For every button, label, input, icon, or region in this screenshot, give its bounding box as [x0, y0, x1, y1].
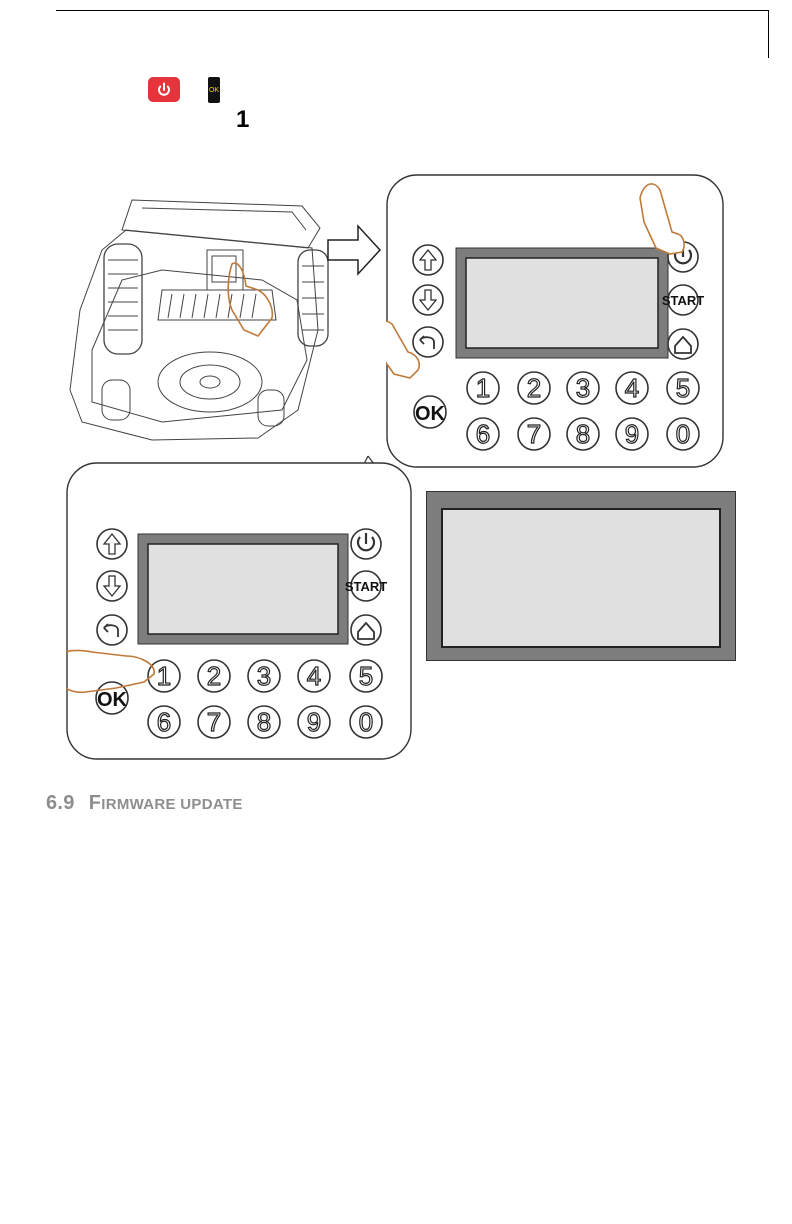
ok-key-label: OK: [209, 87, 219, 94]
ok-key-label: OK: [97, 689, 128, 711]
digit-key-2: 2: [207, 661, 221, 691]
digit-key-0: 0: [676, 419, 690, 449]
start-key-label: START: [345, 579, 387, 594]
start-key-label: START: [662, 293, 704, 308]
digit-key-2: 2: [527, 373, 541, 403]
digit-key-6: 6: [157, 707, 171, 737]
digit-key-9: 9: [307, 707, 321, 737]
section-number: 6.9: [46, 792, 75, 814]
right-arrow-icon: [326, 224, 382, 276]
digit-key-9: 9: [625, 419, 639, 449]
keypad-panel-key-1: START OK 1 2 3 4 5 6 7 8 9 0: [66, 462, 414, 762]
power-button-icon: [148, 77, 180, 102]
digit-key-0: 0: [359, 707, 373, 737]
digit-key-8: 8: [257, 707, 271, 737]
pointing-hand-icon: [228, 263, 272, 336]
keypad-panel-power-ok: START OK 1 2 3 4 5 6 7 8 9 0: [386, 174, 732, 470]
digit-key-5: 5: [676, 373, 690, 403]
step-number: 1: [236, 106, 249, 134]
section-title-rest: IRMWARE UPDATE: [101, 796, 242, 813]
ok-key-label: OK: [415, 403, 446, 425]
digit-key-1: 1: [476, 373, 490, 403]
header-rule: [56, 10, 768, 11]
digit-key-4: 4: [625, 373, 639, 403]
digit-key-3: 3: [576, 373, 590, 403]
digit-key-6: 6: [476, 419, 490, 449]
ok-key-icon: OK: [208, 77, 220, 103]
power-icon: [156, 82, 172, 98]
digit-key-3: 3: [257, 661, 271, 691]
lcd-display: [426, 491, 736, 661]
home-key: [668, 329, 698, 359]
digit-key-5: 5: [359, 661, 373, 691]
digit-key-7: 7: [527, 419, 541, 449]
section-title-initial: F: [89, 792, 102, 814]
digit-key-7: 7: [207, 707, 221, 737]
lcd-screen: [441, 508, 721, 648]
digit-key-4: 4: [307, 661, 321, 691]
section-heading: 6.9 FIRMWARE UPDATE: [46, 792, 243, 815]
digit-key-1: 1: [157, 661, 171, 691]
back-key: [413, 327, 443, 357]
header-vertical-rule: [768, 10, 769, 58]
digit-key-8: 8: [576, 419, 590, 449]
mower-illustration: [62, 190, 332, 460]
